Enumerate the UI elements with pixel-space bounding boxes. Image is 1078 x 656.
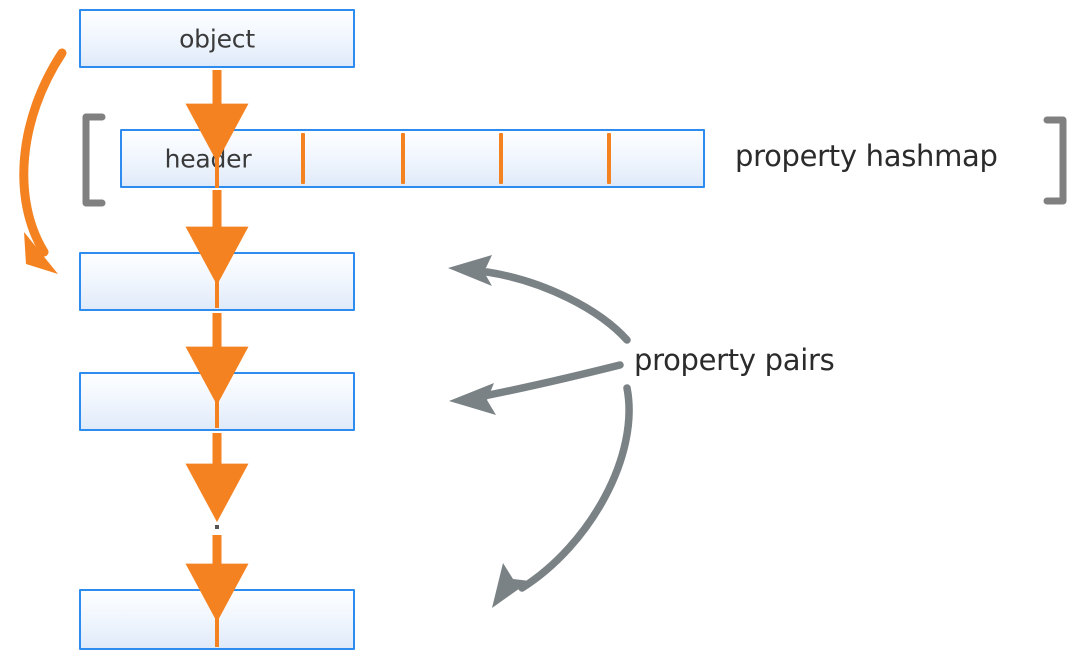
bracket-right [1043,116,1067,205]
chain-line-segment [215,133,219,188]
gray-arrow-head-pairs-to-pair2 [449,383,496,415]
gray-arrow-head-pairs-to-pairn [492,563,530,608]
gray-arrow-shaft-pairs-to-pair1 [483,268,631,344]
hashmap-tick [301,133,305,184]
node-box-object[interactable] [79,9,355,68]
ellipsis-dot [215,510,219,514]
curved-arrow-head [24,232,58,274]
hashmap-tick [401,133,405,184]
chain-line-segment [215,593,219,647]
gray-arrow-head-pairs-to-pair1 [448,255,492,286]
gray-arrow-shaft-pairs-to-pair2 [470,361,624,402]
hashmap-tick [499,133,503,184]
chain-line-segment [215,376,219,428]
node-label-object: object [179,24,255,53]
node-label-header: header [164,144,252,173]
curved-arrow-shaft [19,48,67,257]
label-property-hashmap: property hashmap [735,139,998,173]
ellipsis-dot [215,525,219,529]
chain-line-segment [215,256,219,308]
ellipsis-dot [215,495,219,499]
label-property-pairs: property pairs [634,343,835,377]
gray-callout-arrows [448,255,633,608]
gray-arrow-shaft-pairs-to-pairn [518,384,633,592]
bracket-left [82,113,106,207]
hashmap-tick [607,133,611,184]
orange-curved-backref-arrow [19,48,67,274]
